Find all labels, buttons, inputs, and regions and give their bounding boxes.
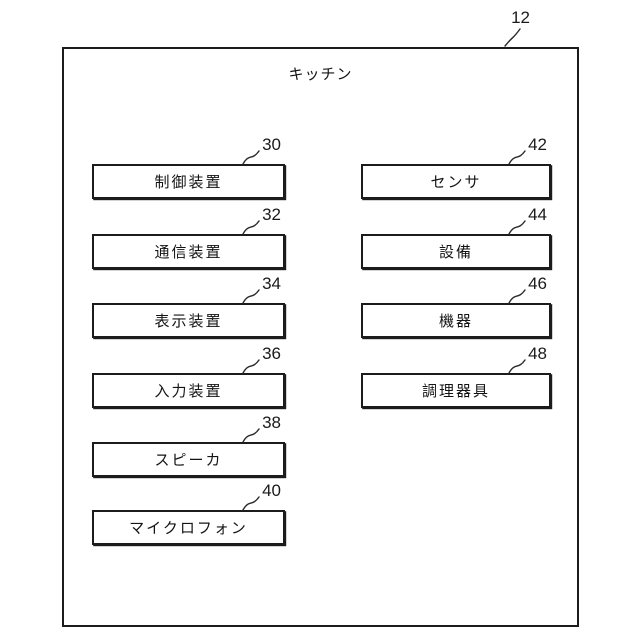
speaker-box-label: スピーカ bbox=[154, 452, 223, 469]
ref-label-for-appliance-box: 46 bbox=[528, 274, 547, 293]
cooking-utensil-box: 調理器具 bbox=[361, 373, 551, 408]
ref-label-for-equipment-box: 44 bbox=[528, 205, 547, 224]
control-device-box: 制御装置 bbox=[92, 164, 285, 199]
leader-line-for-equipment-box bbox=[508, 220, 526, 235]
microphone-box: マイクロフォン bbox=[92, 510, 285, 545]
ref-label-for-display-device-box: 34 bbox=[262, 274, 281, 293]
ref-label-for-cooking-utensil-box: 48 bbox=[528, 344, 547, 363]
speaker-box: スピーカ bbox=[92, 442, 285, 477]
leader-line-for-cooking-utensil-box bbox=[508, 359, 526, 374]
sensor-box: センサ bbox=[361, 164, 551, 199]
ref-label-12: 12 bbox=[511, 8, 530, 27]
appliance-box-label: 機器 bbox=[438, 313, 473, 330]
kitchen-title: キッチン bbox=[288, 66, 353, 83]
ref-label-for-control-device-box: 30 bbox=[262, 135, 281, 154]
leader-line-for-microphone-box bbox=[242, 496, 260, 511]
leader-line-for-sensor-box bbox=[508, 150, 526, 165]
microphone-box-label: マイクロフォン bbox=[129, 520, 248, 537]
ref-label-for-speaker-box: 38 bbox=[262, 413, 281, 432]
communication-device-box: 通信装置 bbox=[92, 234, 285, 269]
leader-line-12 bbox=[504, 28, 521, 47]
control-device-box-label: 制御装置 bbox=[154, 174, 223, 191]
communication-device-box-label: 通信装置 bbox=[154, 244, 223, 261]
leader-line-for-display-device-box bbox=[242, 289, 260, 304]
leader-line-for-communication-device-box bbox=[242, 220, 260, 235]
sensor-box-label: センサ bbox=[430, 174, 482, 191]
ref-label-for-communication-device-box: 32 bbox=[262, 205, 281, 224]
appliance-box: 機器 bbox=[361, 303, 551, 338]
leader-line-for-input-device-box bbox=[242, 359, 260, 374]
input-device-box: 入力装置 bbox=[92, 373, 285, 408]
leader-line-for-appliance-box bbox=[508, 289, 526, 304]
input-device-box-label: 入力装置 bbox=[154, 383, 223, 400]
equipment-box-label: 設備 bbox=[438, 244, 473, 261]
ref-label-for-microphone-box: 40 bbox=[262, 481, 281, 500]
cooking-utensil-box-label: 調理器具 bbox=[421, 383, 490, 400]
display-device-box: 表示装置 bbox=[92, 303, 285, 338]
leader-line-for-control-device-box bbox=[242, 150, 260, 165]
display-device-box-label: 表示装置 bbox=[154, 313, 223, 330]
ref-label-for-sensor-box: 42 bbox=[528, 135, 547, 154]
ref-label-for-input-device-box: 36 bbox=[262, 344, 281, 363]
equipment-box: 設備 bbox=[361, 234, 551, 269]
leader-line-for-speaker-box bbox=[242, 428, 260, 443]
